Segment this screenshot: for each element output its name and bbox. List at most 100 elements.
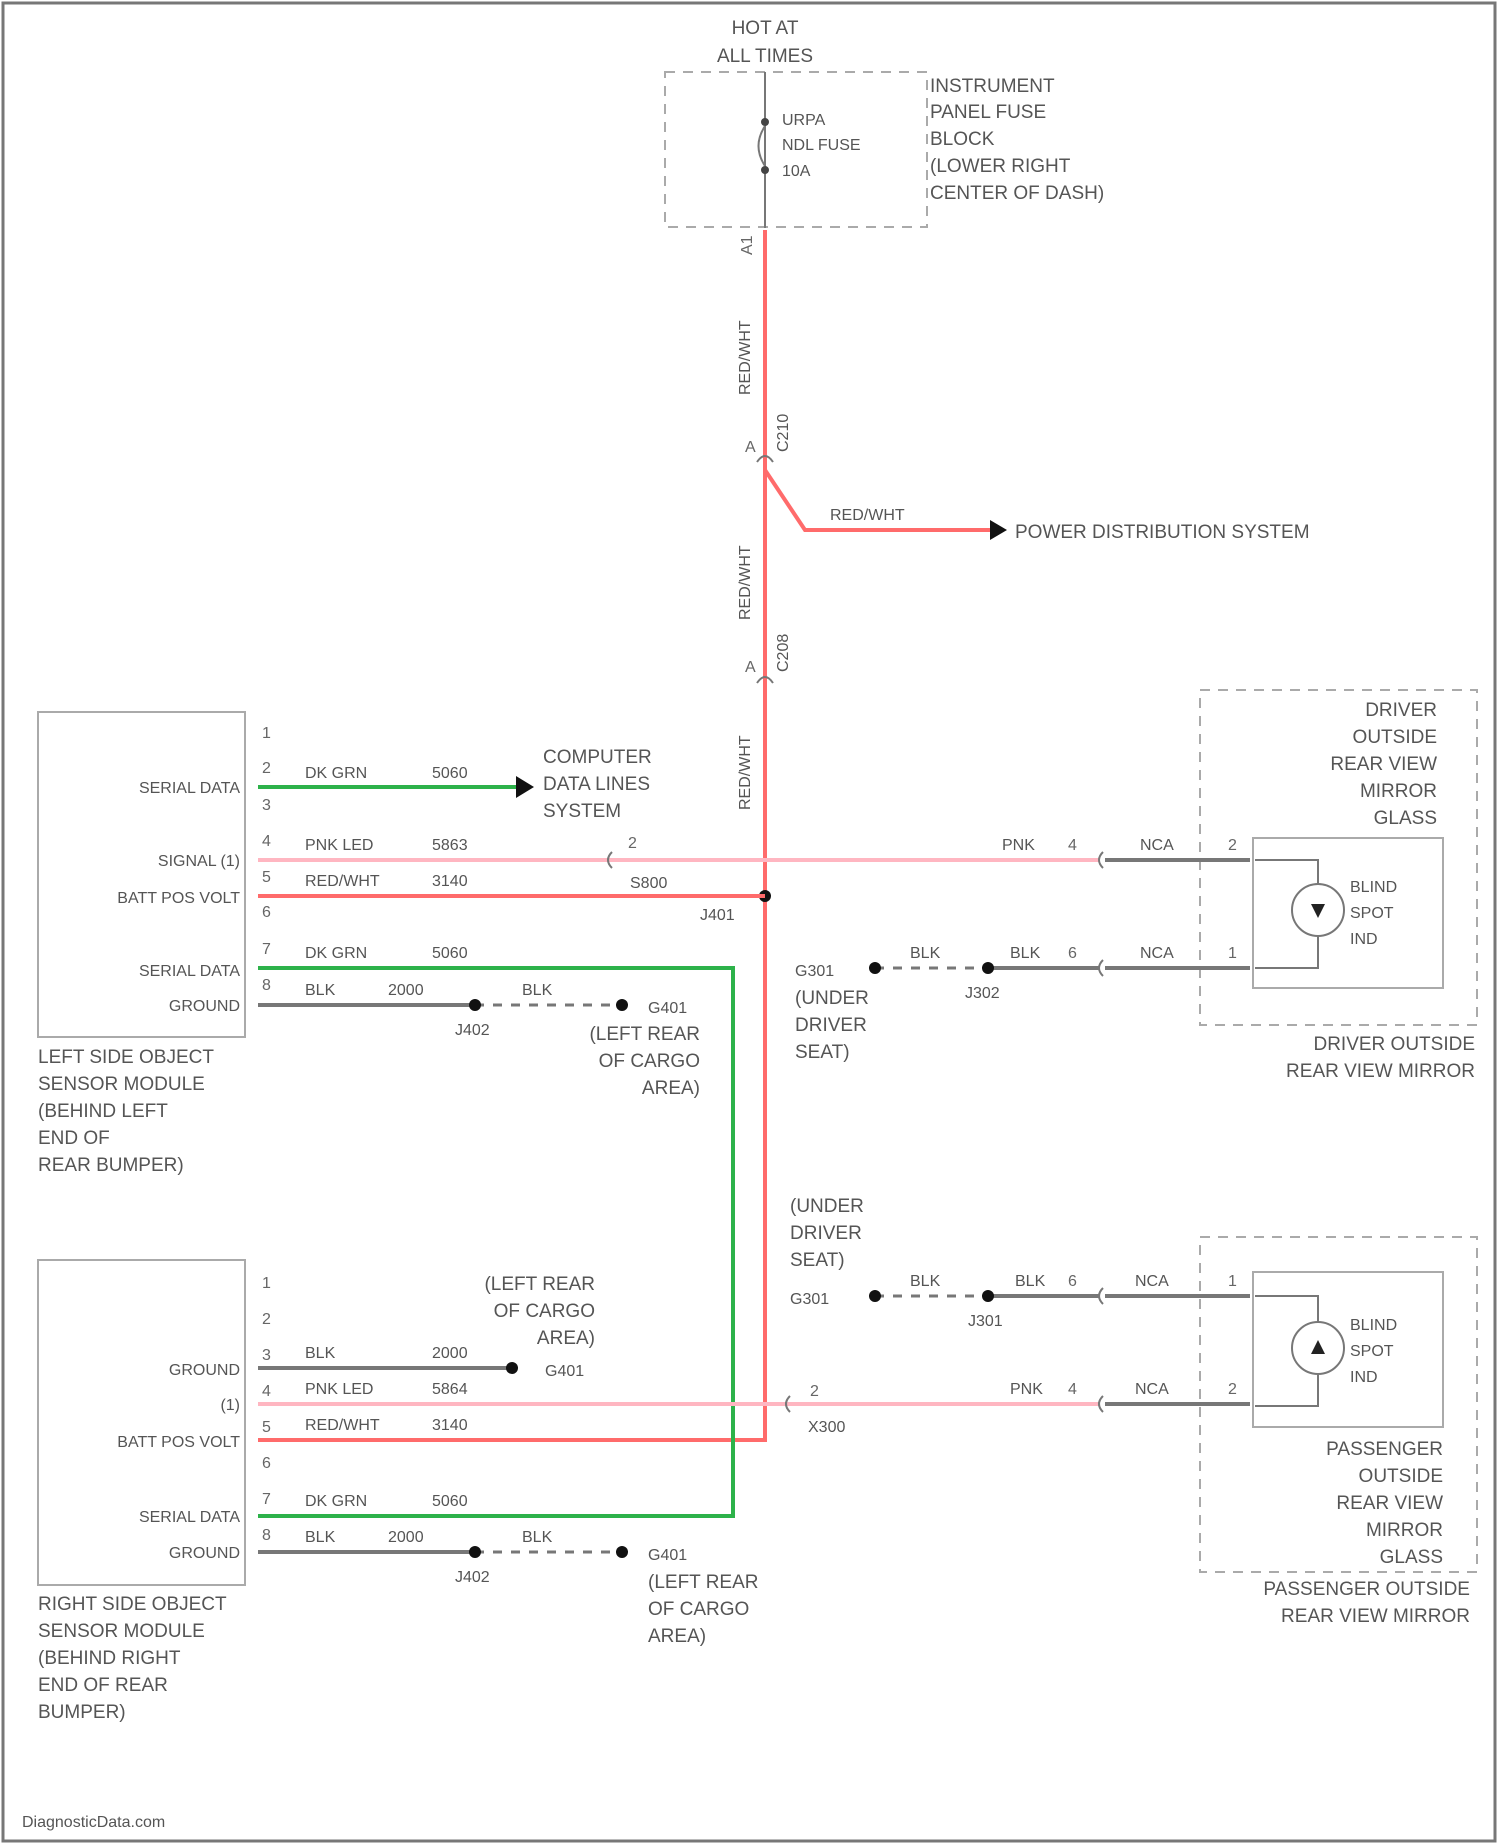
left-batt-label: BATT POS VOLT <box>117 890 240 907</box>
passenger-pnk-pin: 4 <box>1068 1381 1077 1398</box>
left-wire-redwht: RED/WHT <box>305 873 380 890</box>
right-wire-blk-1: BLK <box>305 1345 336 1362</box>
passenger-ind-label-2: SPOT <box>1350 1343 1394 1360</box>
fuse-pin-label: A1 <box>739 235 756 255</box>
data-lines-label-3: SYSTEM <box>543 801 621 822</box>
driver-nca-top: NCA <box>1140 837 1174 854</box>
right-module-name-5: BUMPER) <box>38 1702 126 1723</box>
passenger-mirror-name-2: REAR VIEW MIRROR <box>1281 1606 1470 1627</box>
splice-j301-icon <box>982 1290 994 1302</box>
fuse-block-name-4: (LOWER RIGHT <box>930 156 1071 177</box>
driver-ind-label-3: IND <box>1350 931 1378 948</box>
driver-glass-label-3: REAR VIEW <box>1330 754 1437 775</box>
left-wire-dkgrn-1-ckt: 5060 <box>432 765 468 782</box>
left-wire-redwht-ckt: 3140 <box>432 873 468 890</box>
fuse-terminal-bottom <box>761 166 769 174</box>
passenger-pin-bottom: 2 <box>1228 1381 1237 1398</box>
ground-g301-driver-loc-3: SEAT) <box>795 1042 850 1063</box>
passenger-mirror-name-1: PASSENGER OUTSIDE <box>1263 1579 1470 1600</box>
branch-arrow-icon <box>990 520 1007 540</box>
fuse-block-name-1: INSTRUMENT <box>930 76 1055 97</box>
ground-g401-left-icon <box>616 999 628 1011</box>
splice-j302-icon <box>982 962 994 974</box>
left-pin-6: 6 <box>262 904 271 921</box>
right-module-pins: 1 2 3 4 5 6 7 8 <box>262 1275 271 1544</box>
right-pin-6: 6 <box>262 1455 271 1472</box>
driver-blk-pin: 6 <box>1068 945 1077 962</box>
right-module-name-2: SENSOR MODULE <box>38 1621 205 1642</box>
right-wire-pnkled: PNK LED <box>305 1381 373 1398</box>
x300-connector-label: X300 <box>808 1419 845 1436</box>
fuse-terminal-top <box>761 118 769 126</box>
right-pin-1: 1 <box>262 1275 271 1292</box>
left-signal-connector-pin: 2 <box>628 835 637 852</box>
left-signal-label: SIGNAL (1) <box>158 853 240 870</box>
driver-glass-label-4: MIRROR <box>1360 781 1437 802</box>
connector-c210-pin: A <box>745 439 756 456</box>
left-ground-label: GROUND <box>169 998 240 1015</box>
left-module-name-1: LEFT SIDE OBJECT <box>38 1047 214 1068</box>
right-pin-7: 7 <box>262 1491 271 1508</box>
driver-pnk-connector-icon <box>1099 852 1103 868</box>
hot-at-label: HOT AT <box>732 18 799 39</box>
watermark: DiagnosticData.com <box>22 1814 165 1831</box>
right-serial-data-label: SERIAL DATA <box>139 1509 240 1526</box>
driver-pin-bottom: 1 <box>1228 945 1237 962</box>
driver-mirror-name-1: DRIVER OUTSIDE <box>1313 1034 1475 1055</box>
right-pin-3: 3 <box>262 1347 271 1364</box>
passenger-pin-top: 1 <box>1228 1273 1237 1290</box>
branch-wire-color: RED/WHT <box>830 507 905 524</box>
fuse-name-2: NDL FUSE <box>782 137 861 154</box>
left-wire-blk-2: BLK <box>522 982 553 999</box>
passenger-ind-label-1: BLIND <box>1350 1317 1397 1334</box>
passenger-glass-label-5: GLASS <box>1380 1547 1443 1568</box>
ground-g401-right-top-loc-3: AREA) <box>537 1328 595 1349</box>
ground-g401-right-top-loc-2: OF CARGO <box>494 1301 595 1322</box>
riser-color-top: RED/WHT <box>737 320 754 395</box>
right-wire-pnkled-ckt: 5864 <box>432 1381 468 1398</box>
right-batt-label: BATT POS VOLT <box>117 1434 240 1451</box>
all-times-label: ALL TIMES <box>717 46 813 67</box>
left-module-name-5: REAR BUMPER) <box>38 1155 184 1176</box>
ground-g401-right-top-label: G401 <box>545 1363 584 1380</box>
driver-wire-blk-a: BLK <box>910 945 941 962</box>
ground-g301-passenger-icon <box>869 1290 881 1302</box>
passenger-pnk-color: PNK <box>1010 1381 1043 1398</box>
ground-g401-right-top-loc-1: (LEFT REAR <box>484 1274 595 1295</box>
driver-nca-bottom: NCA <box>1140 945 1174 962</box>
driver-glass-label-1: DRIVER <box>1365 700 1437 721</box>
connector-c208-pin: A <box>745 659 756 676</box>
ground-g401-left-loc-1: (LEFT REAR <box>589 1024 700 1045</box>
left-pin-3: 3 <box>262 797 271 814</box>
fuse-block-name-3: BLOCK <box>930 129 995 150</box>
driver-glass-label-5: GLASS <box>1374 808 1437 829</box>
left-pin-4: 4 <box>262 833 271 850</box>
ground-g401-left-loc-2: OF CARGO <box>599 1051 700 1072</box>
splice-circuit-label: S800 <box>630 875 667 892</box>
data-lines-arrow-icon <box>516 776 534 798</box>
connector-c208-id: C208 <box>775 634 792 672</box>
right-pin-5: 5 <box>262 1419 271 1436</box>
passenger-wire-blk-b: BLK <box>1015 1273 1046 1290</box>
left-wire-dkgrn-1: DK GRN <box>305 765 367 782</box>
passenger-glass-label-4: MIRROR <box>1366 1520 1443 1541</box>
ground-g301-driver-loc-1: (UNDER <box>795 988 869 1009</box>
driver-mirror-name-2: REAR VIEW MIRROR <box>1286 1061 1475 1082</box>
passenger-nca-top: NCA <box>1135 1273 1169 1290</box>
ground-g401-right-loc-1: (LEFT REAR <box>648 1572 759 1593</box>
left-serial-data-bottom-label: SERIAL DATA <box>139 963 240 980</box>
right-wire-blk-2-ckt: 2000 <box>388 1529 424 1546</box>
splice-j402-left-icon <box>469 999 481 1011</box>
driver-ind-label-1: BLIND <box>1350 879 1397 896</box>
passenger-pnk-connector-icon <box>1099 1396 1103 1412</box>
right-wire-blk-3: BLK <box>522 1529 553 1546</box>
ground-g301-driver-label: G301 <box>795 963 834 980</box>
passenger-blk-pin: 6 <box>1068 1273 1077 1290</box>
page-frame <box>3 3 1495 1841</box>
driver-ind-label-2: SPOT <box>1350 905 1394 922</box>
splice-j402-left-label: J402 <box>455 1022 490 1039</box>
ground-g401-right-loc-2: OF CARGO <box>648 1599 749 1620</box>
right-wire-blk-1-ckt: 2000 <box>432 1345 468 1362</box>
